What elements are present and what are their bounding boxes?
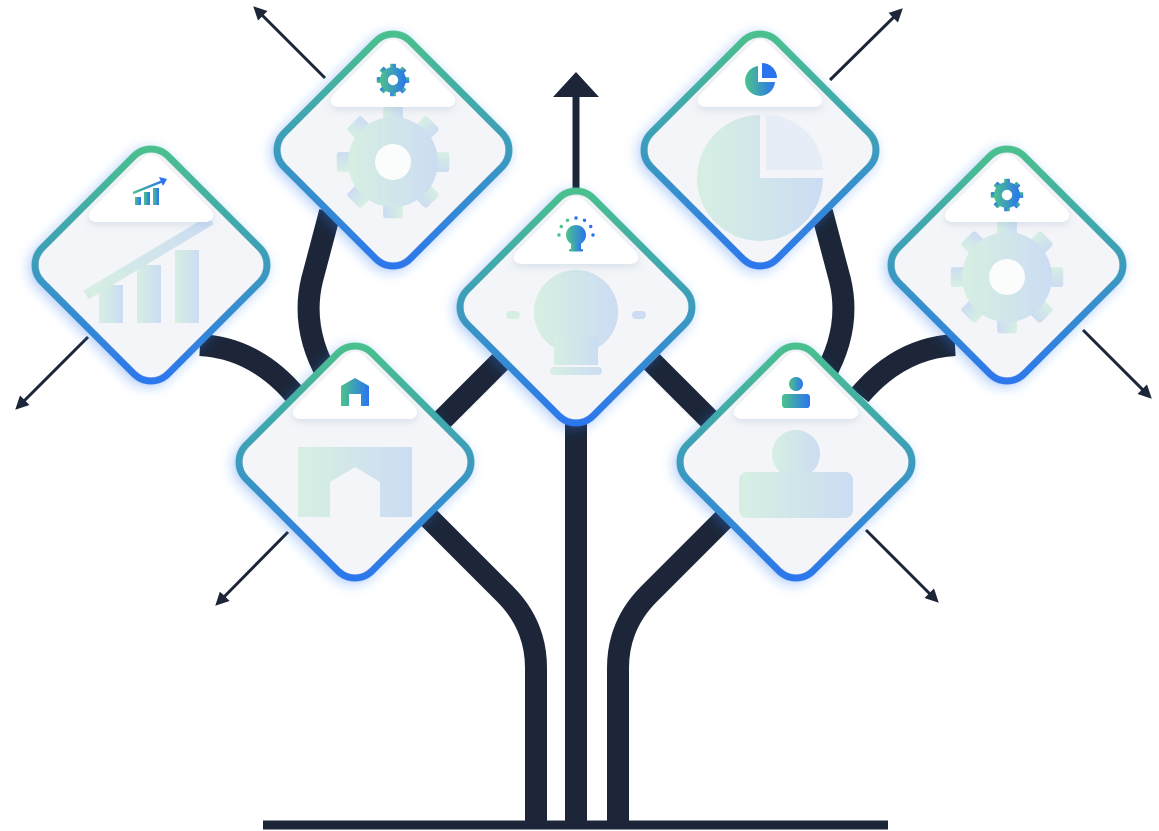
branch-pie-person <box>811 209 855 386</box>
card-background-person-icon <box>739 430 853 518</box>
arrow-lower-left-icon <box>215 530 290 606</box>
gear-icon <box>376 63 410 97</box>
card-background-growth-chart-icon <box>83 215 214 323</box>
house-icon <box>341 378 369 406</box>
arrow-lower-right-icon <box>864 528 939 603</box>
card-background-lightbulb-icon <box>506 270 646 375</box>
arrow-up-icon <box>553 72 599 97</box>
branch-chart-house <box>199 334 304 403</box>
card-background-house-icon <box>298 447 412 517</box>
card-background-gear-icon <box>336 105 450 219</box>
lightbulb-icon <box>557 216 595 252</box>
pie-chart-icon <box>745 63 777 96</box>
growth-arrows <box>15 6 1152 606</box>
arrow-top-left-icon <box>253 6 327 80</box>
card-house <box>235 342 475 582</box>
card-growth-chart <box>31 145 271 385</box>
gear-icon <box>990 178 1024 212</box>
card-background-pie-chart-icon <box>697 114 823 241</box>
arrow-right-icon <box>1081 328 1152 399</box>
arrow-top-right-icon <box>828 8 903 82</box>
card-lightbulb <box>456 187 696 427</box>
card-gear-top <box>273 30 513 270</box>
card-pie-chart <box>640 30 880 270</box>
trunk-left <box>412 501 547 822</box>
card-gear-right <box>887 145 1127 385</box>
card-person <box>676 342 916 582</box>
trunk-right <box>607 500 743 822</box>
growth-chart-icon <box>132 177 167 205</box>
card-background-gear-icon <box>950 220 1064 334</box>
person-icon <box>782 377 810 408</box>
arrow-left-icon <box>15 335 90 410</box>
branch-gear-house <box>297 209 341 386</box>
card-tab <box>697 39 823 107</box>
card-tab <box>88 154 214 222</box>
branch-gear-person <box>851 334 956 403</box>
